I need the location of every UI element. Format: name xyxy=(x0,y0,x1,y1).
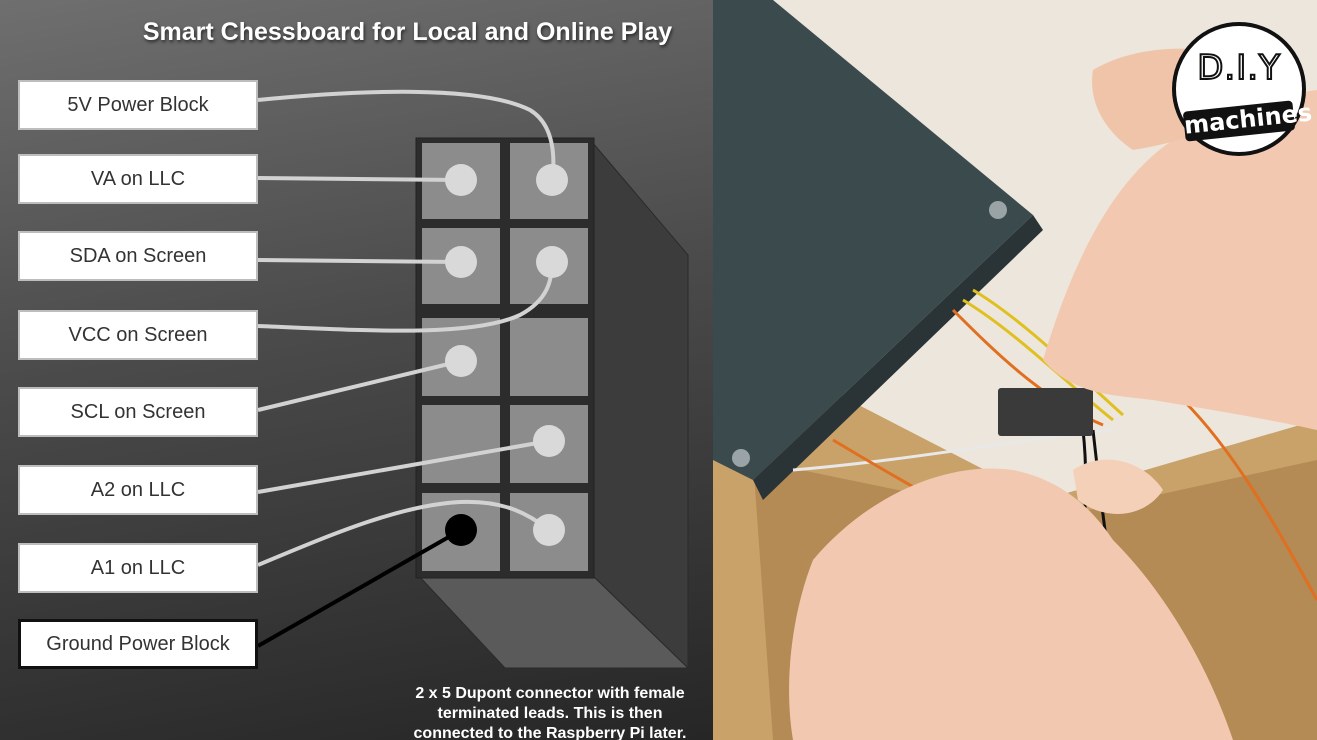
label-a1-on-llc: A1 on LLC xyxy=(18,543,258,593)
hand-upper xyxy=(1043,90,1317,430)
label-va-on-llc: VA on LLC xyxy=(18,154,258,204)
caption-line: connected to the Raspberry Pi later. xyxy=(413,725,687,740)
label-5v-power-block: 5V Power Block xyxy=(18,80,258,130)
wiring-diagram-panel: Smart Chessboard for Local and Online Pl… xyxy=(0,0,713,740)
connector-diagram xyxy=(257,89,690,670)
logo-band-text: machines xyxy=(1182,98,1314,142)
diagram-title: Smart Chessboard for Local and Online Pl… xyxy=(142,18,673,46)
wire-va-llc xyxy=(257,176,462,182)
pin-scl xyxy=(445,345,477,377)
pin-5v xyxy=(536,164,568,196)
label-ground-power-block: Ground Power Block xyxy=(18,619,258,669)
wire-vcc-screen xyxy=(257,261,554,333)
label-sda-on-screen: SDA on Screen xyxy=(18,231,258,281)
wire-sda-screen xyxy=(257,258,462,264)
diy-machines-logo: D.I.Y machines xyxy=(1172,22,1314,156)
pin-a1 xyxy=(533,514,565,546)
label-scl-on-screen: SCL on Screen xyxy=(18,387,258,437)
connector-cell xyxy=(422,405,500,483)
wire-scl-screen xyxy=(257,359,462,412)
label-a2-on-llc: A2 on LLC xyxy=(18,465,258,515)
wire-a1-llc xyxy=(257,499,551,567)
caption-line: terminated leads. This is then xyxy=(437,705,663,722)
dupont-connector xyxy=(998,388,1093,436)
diagram-caption: 2 x 5 Dupont connector with female termi… xyxy=(400,684,700,740)
connector-cell xyxy=(510,318,588,396)
label-vcc-on-screen: VCC on Screen xyxy=(18,310,258,360)
caption-line: 2 x 5 Dupont connector with female xyxy=(415,685,685,702)
assembly-photo xyxy=(713,0,1317,740)
pin-a2 xyxy=(533,425,565,457)
pin-sda xyxy=(445,246,477,278)
wire-ground xyxy=(257,528,462,648)
pin-va xyxy=(445,164,477,196)
pin-ground xyxy=(445,514,477,546)
pcb-board xyxy=(713,0,1033,480)
wire-a2-llc xyxy=(257,439,550,494)
logo-top-text: D.I.Y xyxy=(1196,47,1281,89)
pin-vcc xyxy=(536,246,568,278)
wire-5v-power xyxy=(257,89,556,181)
hand-lower xyxy=(789,468,1233,740)
